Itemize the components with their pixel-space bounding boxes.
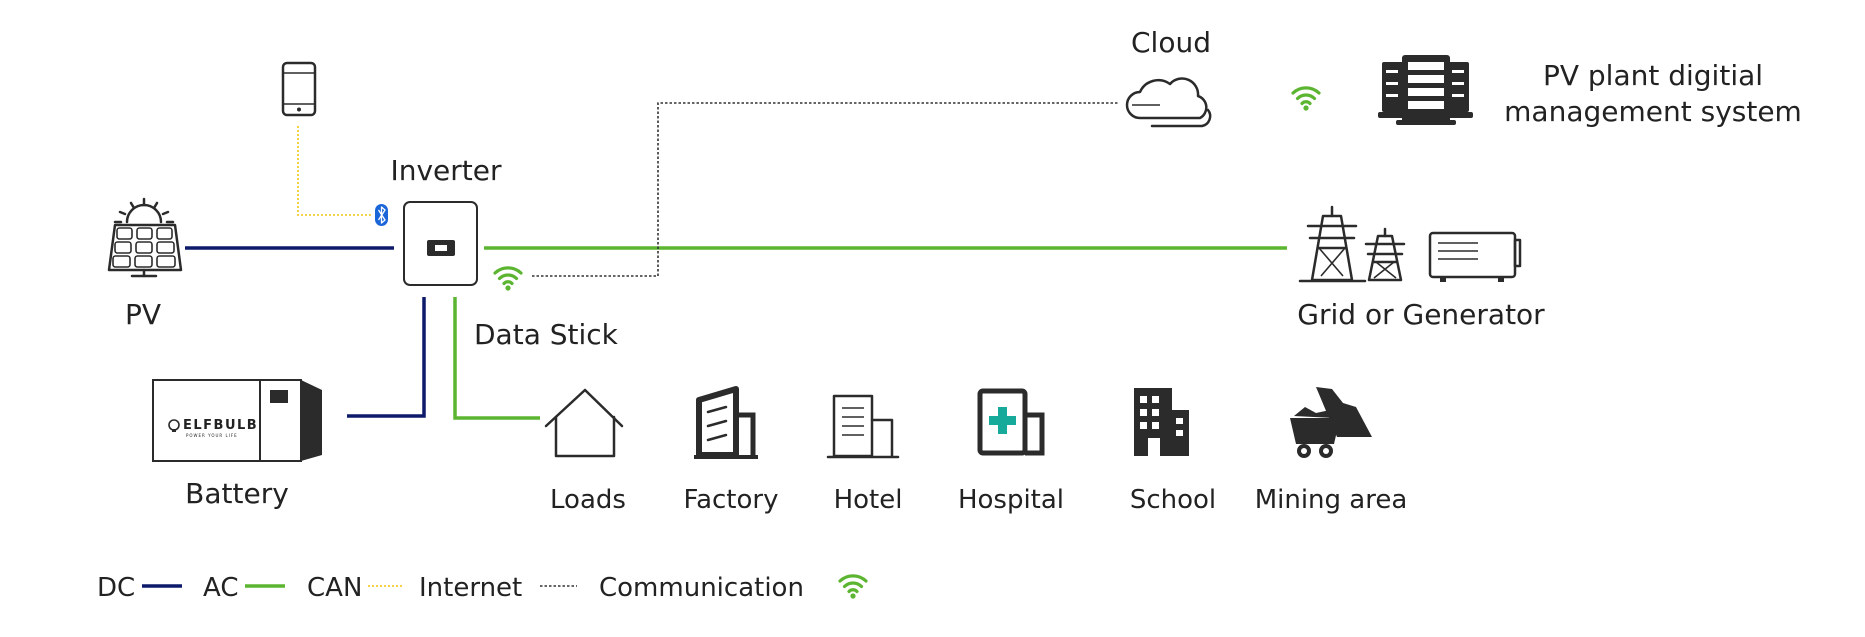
legend: DC AC CAN Internet Communication — [97, 573, 868, 603]
legend-label-ac: AC — [203, 573, 238, 603]
transmission-tower-icon — [1298, 205, 1367, 283]
inverter-icon — [403, 201, 478, 286]
load-label-mining-area: Mining area — [1255, 485, 1408, 515]
load-label-school: School — [1130, 485, 1216, 515]
server-rack-icon — [1378, 55, 1473, 125]
data-stick-label: Data Stick — [474, 318, 619, 351]
school-icon — [1134, 388, 1189, 456]
pv-label: PV — [125, 298, 161, 331]
battery-label: Battery — [185, 477, 289, 510]
grid-generator-label: Grid or Generator — [1297, 298, 1545, 331]
ac-line-inverter-loads — [453, 297, 540, 420]
legend-label-internet: Internet — [419, 573, 522, 603]
solar-panel-icon — [107, 197, 183, 278]
data-stick-wifi-icon — [493, 266, 523, 291]
load-label-factory: Factory — [684, 485, 779, 515]
mining-cart-icon — [1290, 387, 1372, 458]
hotel-icon — [826, 394, 900, 459]
internet-line-datastick-cloud — [532, 102, 1118, 277]
battery-brand: ELFBULB — [183, 418, 258, 433]
cloud-label: Cloud — [1131, 26, 1211, 59]
inverter-label: Inverter — [390, 154, 502, 187]
battery-slogan: POWER YOUR LIFE — [186, 433, 238, 438]
load-label-hotel: Hotel — [834, 485, 903, 515]
house-icon — [544, 388, 624, 458]
can-line-phone-inverter — [297, 126, 372, 216]
legend-label-can: CAN — [307, 573, 362, 603]
small-transmission-tower-icon — [1364, 227, 1406, 282]
bluetooth-icon — [375, 204, 388, 226]
hospital-icon — [977, 388, 1045, 456]
management-system-label-line1: PV plant digitial — [1543, 59, 1763, 92]
cloud-icon — [1125, 77, 1212, 128]
cloud-wifi-icon — [1291, 86, 1321, 111]
legend-label-dc: DC — [97, 573, 135, 603]
generator-icon — [1428, 231, 1522, 282]
battery-logo-icon — [168, 419, 180, 432]
battery-cabinet-icon — [152, 379, 322, 462]
legend-label-communication: Communication — [599, 573, 804, 603]
load-label-loads: Loads — [550, 485, 626, 515]
factory-icon — [694, 386, 758, 459]
load-label-hospital: Hospital — [958, 485, 1064, 515]
dc-line-inverter-battery — [347, 297, 426, 418]
management-system-label-line2: management system — [1504, 95, 1802, 128]
legend-wifi-icon — [838, 574, 868, 599]
smartphone-icon — [281, 61, 317, 117]
